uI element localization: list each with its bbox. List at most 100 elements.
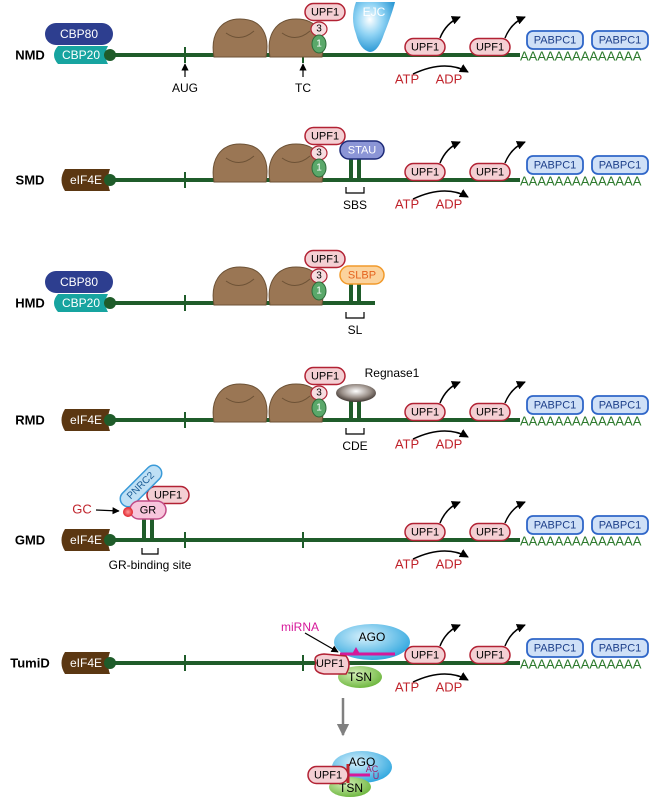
eif4e-cap-binding: eIF4E [61, 529, 110, 551]
cap-icon [104, 297, 116, 309]
upf1-protein-label: UPF1 [411, 527, 439, 539]
upf2-label: 1 [316, 286, 322, 297]
slbp-protein-label: SLBP [348, 270, 376, 282]
pabpc1-shape [526, 30, 584, 50]
upf1-protein: UPF1 [404, 37, 446, 57]
aug-label: AUG [172, 81, 198, 95]
cap-icon [104, 414, 116, 426]
upf1-release-arrow [504, 624, 526, 647]
upf1-protein-label: UPF1 [476, 407, 504, 419]
ac-label: AC [366, 764, 379, 774]
eif4e-cap-binding: eIF4E [61, 409, 110, 431]
cbp20-shape [54, 294, 108, 312]
upf3-label: 3 [316, 388, 322, 399]
upf1-protein: UPF1 [304, 126, 346, 146]
site-bracket [345, 312, 365, 319]
cap-icon [104, 49, 116, 61]
upf1-protein-label: UPF1 [476, 650, 504, 662]
upf1-protein: UPF1 [469, 645, 511, 665]
gmd-row-label: GMD [15, 533, 45, 548]
upf-complex: 31 [310, 21, 328, 54]
eif4e-cap-binding: eIF4E [61, 169, 110, 191]
pabpc1-label: PABPC1 [534, 160, 577, 172]
pabpc1-shape [591, 30, 649, 50]
upf1-protein-shape [469, 402, 511, 422]
cap-icon [104, 534, 116, 546]
upf1-protein-label: UPF1 [411, 407, 439, 419]
stau-protein-label: STAU [348, 145, 377, 157]
upf1-protein-label: UPF1 [411, 42, 439, 54]
eif4e-label: eIF4E [70, 173, 102, 187]
u-label: U [373, 771, 380, 781]
upf2-label: 1 [316, 39, 322, 50]
adp-label: ADP [436, 557, 463, 572]
cbp20-shape [54, 46, 108, 64]
gr-protein-label: GR [140, 505, 157, 517]
upf1-protein-shape [304, 2, 346, 22]
adp-label: ADP [436, 437, 463, 452]
upf1-protein-shape [469, 522, 511, 542]
upf1-protein-shape [304, 126, 346, 146]
upf2-shape [311, 158, 327, 178]
upf1-protein-shape [404, 162, 446, 182]
pabpc1-label: PABPC1 [599, 643, 642, 655]
sl-label: SL [348, 323, 363, 337]
pnrc2-shape [119, 464, 163, 508]
upf2-shape [311, 34, 327, 54]
upf1-protein-label: UPF1 [311, 7, 339, 19]
upf2-label: 1 [316, 163, 322, 174]
eif4e-label: eIF4E [70, 656, 102, 670]
pabpc1-shape [526, 638, 584, 658]
pabpc1-protein: PABPC1 [526, 155, 584, 175]
tsn-label: TSN [348, 670, 372, 684]
gc-label: GC [72, 502, 92, 517]
cbp80-shape [45, 271, 113, 293]
pabpc1-protein: PABPC1 [526, 30, 584, 50]
ribosome-groove [281, 395, 311, 403]
upf1-protein: UPF1 [469, 522, 511, 542]
eif4e-shape [61, 529, 110, 551]
mirna-pairing-mark [352, 647, 360, 654]
poly-a-tail: AAAAAAAAAAAAAA [520, 174, 642, 189]
eif4e-cap-binding: eIF4E [61, 652, 110, 674]
mirna-label: miRNA [281, 620, 319, 634]
ribosome-icon [212, 266, 268, 306]
cbp20-label: CBP20 [62, 48, 100, 62]
ago-label: AGO [349, 755, 376, 769]
upf1-release-arrow [504, 501, 526, 524]
upf3-label: 3 [316, 148, 322, 159]
cap-icon [104, 657, 116, 669]
ejc-shape [353, 2, 395, 52]
upf1-protein: UPF1 [304, 366, 346, 386]
upf1-protein-shape [146, 485, 190, 505]
upf1-release-arrow [504, 381, 526, 404]
upf1-protein-shape [404, 402, 446, 422]
atp-label: ATP [395, 557, 419, 572]
pabpc1-protein: PABPC1 [591, 30, 649, 50]
pabpc1-shape [526, 395, 584, 415]
eif4e-label: eIF4E [70, 533, 102, 547]
eif4e-shape [61, 169, 110, 191]
sbs-label: SBS [343, 198, 367, 212]
tc-label: TC [295, 81, 311, 95]
atp-label: ATP [395, 197, 419, 212]
upf1-protein: UPF1 [404, 645, 446, 665]
ribosome-groove [281, 30, 311, 38]
pabpc1-shape [591, 395, 649, 415]
upf1-protein-label: UPF1 [476, 527, 504, 539]
nmd-row-label: NMD [15, 48, 45, 63]
upf1-protein: UPF1 [304, 249, 346, 269]
poly-a-tail: AAAAAAAAAAAAAA [520, 534, 642, 549]
ribosome-groove [281, 278, 311, 286]
upf1-protein-shape [404, 37, 446, 57]
ribosome-groove [225, 278, 255, 286]
upf1-protein-label: UPF1 [476, 167, 504, 179]
mirna-pointer-arrow [304, 632, 339, 653]
rmd-row-label: RMD [15, 413, 45, 428]
atp-hydrolysis-arrow-icon [412, 549, 469, 560]
upf1-protein: UPF1 [304, 2, 346, 22]
hmd-row-label: HMD [15, 296, 45, 311]
upf1-protein-shape [304, 249, 346, 269]
atp-hydrolysis-arrow-icon [412, 672, 469, 683]
slbp-protein-shape [339, 265, 385, 285]
